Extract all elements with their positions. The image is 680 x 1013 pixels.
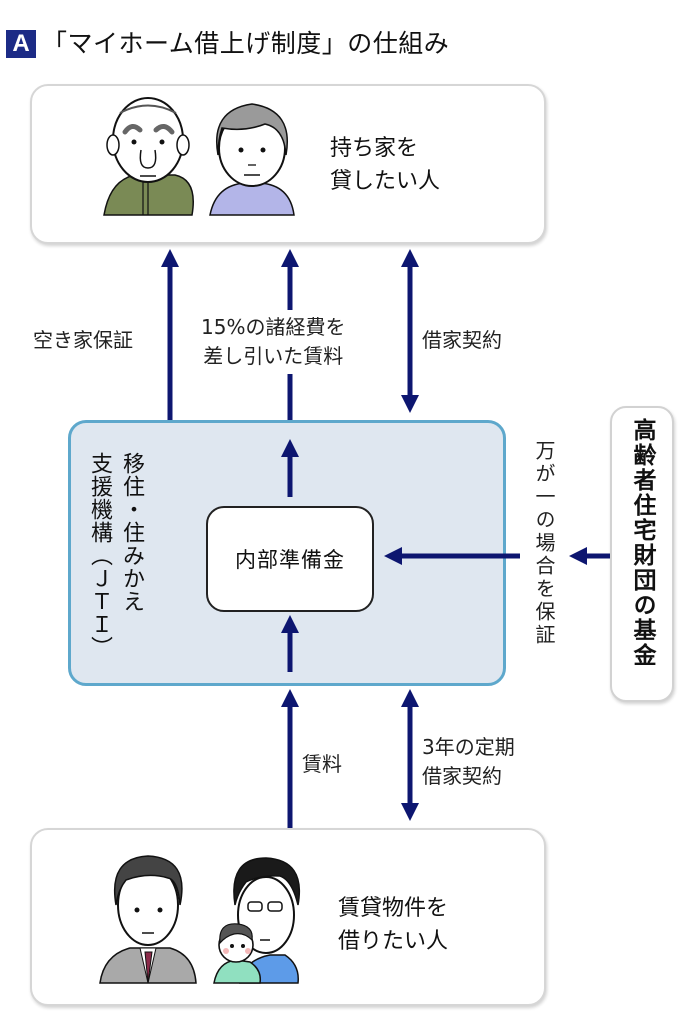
label-vacancy-guarantee: 空き家保証: [33, 328, 133, 352]
owner-label: 持ち家を 貸したい人: [330, 132, 440, 198]
owner-label-line1: 持ち家を: [330, 136, 419, 161]
label-fund-guarantee: 万が一の場合を保証: [532, 440, 556, 647]
agency-label: 移住・住みかえ 支援機構（ＪＴＩ）: [84, 452, 146, 659]
fund-box: 高齢者住宅財団の基金: [610, 406, 674, 702]
owner-label-line2: 貸したい人: [330, 169, 441, 194]
reserve-label: 内部準備金: [235, 548, 345, 572]
agency-label-col2: 支援機構（ＪＴＩ）: [87, 452, 112, 659]
label-net-rent: 15%の諸経費を 差し引いた賃料: [201, 315, 346, 368]
tenant-label: 賃貸物件を 借りたい人: [338, 892, 448, 958]
tenant-box: [30, 828, 546, 1006]
section-badge: A: [6, 30, 36, 58]
diagram-title: 「マイホーム借上げ制度」の仕組み: [42, 29, 450, 58]
agency-label-col1: 移住・住みかえ: [119, 452, 144, 613]
label-lease-contract-owner: 借家契約: [422, 328, 502, 352]
fund-label: 高齢者住宅財団の基金: [629, 418, 655, 668]
tenant-label-line2: 借りたい人: [338, 929, 449, 954]
owner-box: [30, 84, 546, 244]
reserve-box: 内部準備金: [206, 506, 374, 612]
label-fixed-term-lease: 3年の定期 借家契約: [422, 735, 515, 788]
tenant-label-line1: 賃貸物件を: [338, 896, 449, 921]
label-rent: 賃料: [302, 752, 342, 776]
